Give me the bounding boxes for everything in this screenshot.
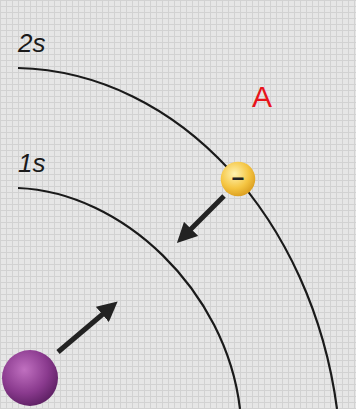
electron-arrow <box>184 196 224 236</box>
orbit-2s <box>18 68 337 409</box>
charge-sign: − <box>232 168 245 190</box>
callout-letter: A <box>252 82 272 112</box>
nucleus-ball <box>2 350 58 406</box>
orbit-label: 2s <box>18 30 45 56</box>
nucleus-arrow <box>58 308 110 352</box>
electron: − <box>220 161 256 197</box>
orbit-label: 1s <box>18 150 45 176</box>
